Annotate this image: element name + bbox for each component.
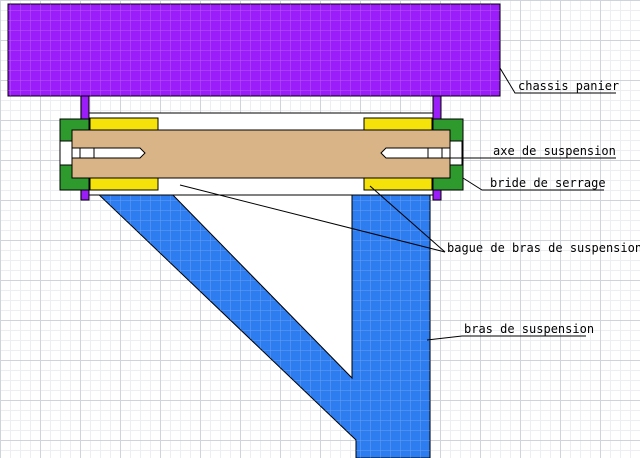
leader-bague-1 [179,184,446,253]
bolt-right [380,140,463,166]
leader-bague-2 [369,185,446,253]
chassis-panier [7,3,501,201]
label-bride-de-serrage: bride de serrage [490,176,606,190]
label-bague-de-bras: bague de bras de suspension [447,241,640,255]
bague-de-bras [89,117,433,191]
bolt-left [59,140,146,166]
leader-chassis [499,67,616,94]
label-chassis-panier: chassis panier [518,79,620,93]
bras-de-suspension [92,189,431,458]
label-axe-de-suspension: axe de suspension [493,144,616,158]
label-bras-de-suspension: bras de suspension [464,322,595,336]
leader-bride [462,177,604,191]
leader-bras [426,335,586,341]
leader-lines [179,67,616,341]
